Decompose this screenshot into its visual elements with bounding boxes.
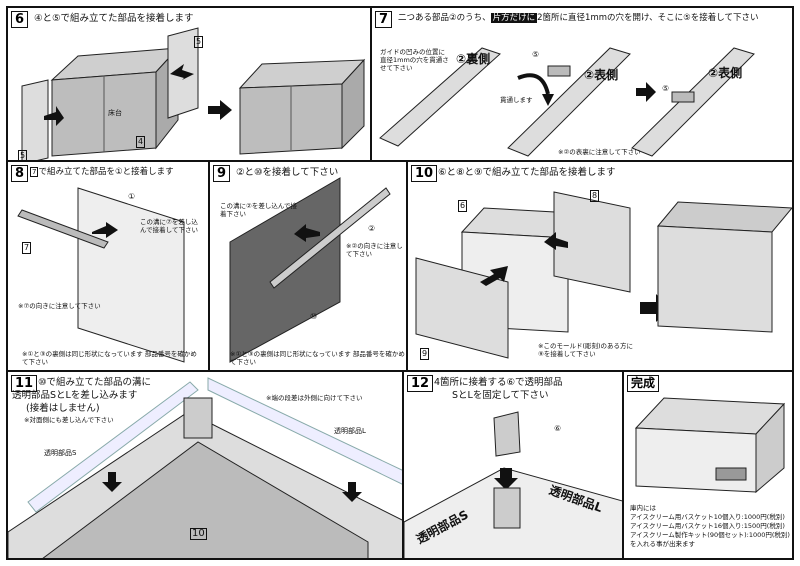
callout-2: ② bbox=[368, 224, 376, 233]
step-6-panel: 6 ④と⑤で組み立てた部品を接着します 5 4 5 床台 bbox=[6, 6, 372, 162]
step-6-illustration bbox=[21, 27, 366, 160]
step-title: ⑥と⑧と⑨で組み立てた部品を接着します bbox=[438, 167, 616, 178]
title-highlight: 片方だけに bbox=[490, 13, 538, 23]
part-L-label: 透明部品L bbox=[334, 427, 366, 435]
callout-6: ⑥ bbox=[554, 424, 562, 433]
title-text: で組み立てた部品を①と接着します bbox=[38, 167, 174, 177]
mold-note: ※このモールド(彫刻)のある方に⑨を接着して下さい bbox=[538, 342, 634, 358]
part-tag-5b: 5 bbox=[18, 150, 28, 160]
step-number: 8 bbox=[11, 165, 29, 182]
callout-5b: ⑤ bbox=[662, 84, 670, 93]
guide-note: ガイドの凹みの位置に直径1mmの穴を貫通させて下さい bbox=[380, 48, 449, 72]
step-number: 12 bbox=[407, 375, 434, 392]
callout-5a: ⑤ bbox=[532, 50, 540, 59]
front-side-label-2: ②表側 bbox=[708, 66, 743, 80]
title-prefix: 二つある部品②のうち、 bbox=[398, 13, 491, 23]
catalog-header: 庫内には bbox=[630, 504, 656, 512]
step-title-1: 4箇所に接着する⑥で透明部品 bbox=[434, 377, 563, 388]
same-shape-note: ※①と③の裏側は同じ形状になっています 部品番号を確かめて下さい bbox=[230, 350, 405, 366]
part-tag-5: 5 bbox=[194, 36, 204, 48]
title-box: 7 bbox=[30, 167, 39, 177]
step-number: 6 bbox=[11, 11, 29, 28]
callout-1: ① bbox=[128, 192, 136, 201]
orientation-note: ※②の表裏に注意して下さい bbox=[558, 148, 641, 156]
part-tag-4: 4 bbox=[136, 136, 146, 148]
step-title-2: SとLを固定して下さい bbox=[452, 390, 549, 401]
orient-note: ※②の向きに注意して下さい bbox=[346, 242, 403, 258]
catalog-line-3: アイスクリーム製作キット(90個セット):1000円(税別) bbox=[630, 531, 790, 539]
title-suffix: 2箇所に直径1mmの穴を開け、そこに⑤を接着して下さい bbox=[537, 13, 759, 23]
step-title: ④と⑤で組み立てた部品を接着します bbox=[34, 13, 194, 24]
step-title-2: 透明部品SとLを差し込みます bbox=[12, 390, 138, 401]
complete-title: 完成 bbox=[627, 375, 660, 392]
step-9-panel: 9 ②と⑩を接着して下さい ② ⑩ この溝に②を差し込んで接着下さい ※②の向き… bbox=[208, 160, 408, 372]
pierce-label: 貫通します bbox=[500, 96, 533, 104]
part-tag-10: 10 bbox=[190, 528, 207, 540]
step-10-panel: 10 ⑥と⑧と⑨で組み立てた部品を接着します 6 8 9 ※このモールド(彫刻)… bbox=[406, 160, 794, 372]
step-10-illustration bbox=[415, 191, 792, 359]
step-number: 7 bbox=[375, 11, 393, 28]
catalog-line-1: アイスクリーム用バスケット10個入り:1000円(税別) bbox=[630, 513, 785, 521]
back-side-label: ②裏側 bbox=[456, 52, 491, 66]
edge-note: ※端の段差は外側に向けて下さい bbox=[266, 394, 363, 402]
step-11-illustration bbox=[8, 377, 402, 558]
step-12-panel: 12 4箇所に接着する⑥で透明部品 SとLを固定して下さい ⑥ 透明部品S 透明… bbox=[402, 370, 624, 560]
catalog-line-4: を入れる事が出来ます bbox=[630, 540, 695, 548]
floor-label: 床台 bbox=[108, 109, 122, 117]
step-8-illustration bbox=[17, 187, 185, 363]
part-tag-7: 7 bbox=[22, 242, 32, 254]
complete-illustration bbox=[634, 397, 786, 494]
callout-10: ⑩ bbox=[310, 312, 318, 321]
front-side-label: ②表側 bbox=[584, 68, 619, 82]
step-7-illustration bbox=[379, 47, 755, 157]
step-11-panel: 11 ⑩で組み立てた部品の溝に 透明部品SとLを差し込みます (接着はしません)… bbox=[6, 370, 404, 560]
complete-panel: 完成 庫内には アイスクリーム用バスケット10個入り:1000円(税別) アイス… bbox=[622, 370, 794, 560]
step-title-3: (接着はしません) bbox=[26, 403, 100, 414]
part-tag-6: 6 bbox=[458, 200, 468, 212]
step-title: ②と⑩を接着して下さい bbox=[236, 167, 339, 178]
step-title-1: ⑩で組み立てた部品の溝に bbox=[38, 377, 152, 388]
insert-note: この溝に②を差し込んで接着下さい bbox=[220, 202, 298, 218]
part-tag-8: 8 bbox=[590, 190, 600, 202]
step-number: 11 bbox=[11, 375, 38, 392]
step-number: 9 bbox=[213, 165, 231, 182]
catalog-line-2: アイスクリーム用バスケット16個入り:1500円(税別) bbox=[630, 522, 785, 530]
part-tag-9: 9 bbox=[420, 348, 430, 360]
same-shape-note: ※①と③の裏側は同じ形状になっています 部品番号を確かめて下さい bbox=[22, 350, 197, 366]
insert-note: この溝に⑦を差し込んで接着して下さい bbox=[140, 218, 198, 234]
step-9-illustration bbox=[229, 177, 391, 363]
opposite-note: ※対面側にも差し込んで下さい bbox=[24, 416, 114, 424]
part-S-label: 透明部品S bbox=[44, 449, 77, 457]
orient-note: ※⑦の向きに注意して下さい bbox=[18, 302, 101, 310]
step-number: 10 bbox=[411, 165, 438, 182]
step-12-illustration bbox=[404, 411, 622, 558]
